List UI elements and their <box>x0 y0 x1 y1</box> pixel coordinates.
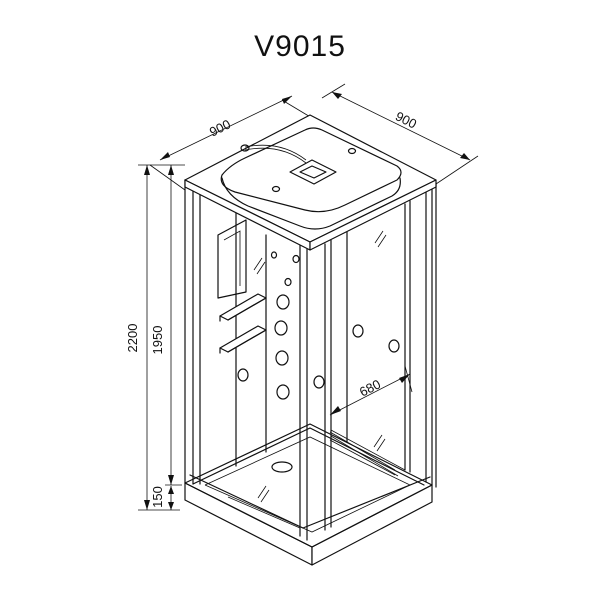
dimension-door-width: 680 <box>329 365 413 416</box>
base-tray <box>184 423 433 566</box>
roof-speaker-icon <box>347 147 357 155</box>
dim-label-1950: 1950 <box>150 326 165 355</box>
roof <box>184 114 437 251</box>
dimension-cabin-height: 1950 <box>150 165 182 486</box>
jet-icon <box>276 294 290 310</box>
handle-icon <box>237 368 249 382</box>
massage-jets <box>237 251 300 400</box>
dim-label-150: 150 <box>150 486 165 508</box>
door-handle-icon <box>388 339 400 353</box>
drain-icon <box>271 461 293 473</box>
control-panel <box>217 219 247 299</box>
dim-label-2200: 2200 <box>125 324 140 353</box>
door-handle-icon <box>352 324 364 338</box>
shelf-lower <box>219 325 267 354</box>
door-handle-icon <box>313 375 325 389</box>
back-walls <box>192 182 433 486</box>
vent-icon <box>289 159 337 185</box>
jet-icon <box>274 320 288 336</box>
roof-light-icon <box>271 185 281 193</box>
dimension-total-height: 2200 <box>125 164 185 511</box>
dimension-width-right: 900 <box>321 83 479 185</box>
jet-icon <box>276 384 290 400</box>
shelf-upper <box>219 293 267 322</box>
dim-label-900-left: 900 <box>207 116 233 139</box>
glass-reflections <box>253 230 387 503</box>
dim-label-900-right: 900 <box>393 108 419 131</box>
jet-icon <box>275 350 289 366</box>
dim-label-680: 680 <box>357 376 383 399</box>
model-title: V9015 <box>254 30 346 63</box>
dimension-base-height: 150 <box>150 486 174 510</box>
door-handles <box>313 324 400 389</box>
